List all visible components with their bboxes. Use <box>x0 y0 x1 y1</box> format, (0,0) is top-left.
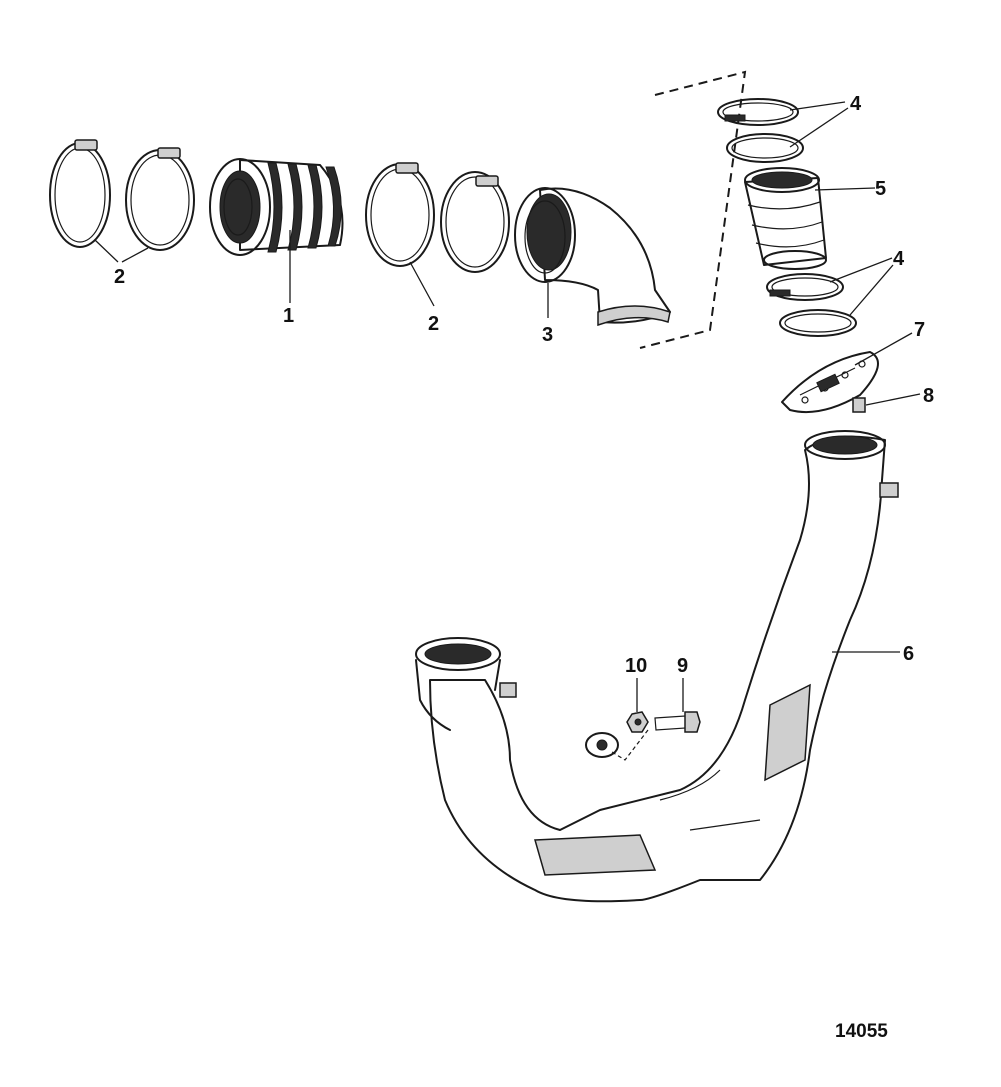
callout-6: 6 <box>903 643 914 665</box>
exhaust-elbow <box>514 187 671 327</box>
hose-clamp-left-inner <box>125 147 195 251</box>
nut-assembly-dashed-link <box>611 729 649 761</box>
alternate-parts-bracket <box>639 70 747 349</box>
callout-2-right: 2 <box>428 313 439 335</box>
callout-8: 8 <box>923 385 934 407</box>
callout-1: 1 <box>283 305 294 327</box>
callout-9: 9 <box>677 655 688 677</box>
band-clamp-upper-1 <box>717 98 799 126</box>
band-clamp-upper-2 <box>726 133 804 163</box>
exhaust-y-pipe <box>415 430 899 903</box>
retaining-clip <box>852 397 866 413</box>
band-clamp-lower-1 <box>766 273 844 301</box>
band-clamp-lower-2 <box>779 309 857 337</box>
bellows-hose <box>209 158 344 256</box>
callout-3: 3 <box>542 324 553 346</box>
straight-exhaust-hose <box>744 167 827 270</box>
callout-4-upper: 4 <box>850 93 862 115</box>
hose-clamp-right-outer <box>365 162 435 267</box>
leader-lines <box>94 101 921 712</box>
hex-nut <box>626 711 649 733</box>
callout-10: 10 <box>625 655 647 677</box>
callout-7: 7 <box>914 319 925 341</box>
exhaust-flapper-plate <box>781 351 879 414</box>
hex-bolt <box>654 711 701 733</box>
hose-clamp-left-outer <box>49 139 111 248</box>
callout-2-left: 2 <box>114 266 125 288</box>
callout-4-lower: 4 <box>893 248 905 270</box>
hose-clamp-right-inner <box>440 171 510 273</box>
callout-5: 5 <box>875 178 886 200</box>
figure-number: 14055 <box>835 1021 888 1042</box>
